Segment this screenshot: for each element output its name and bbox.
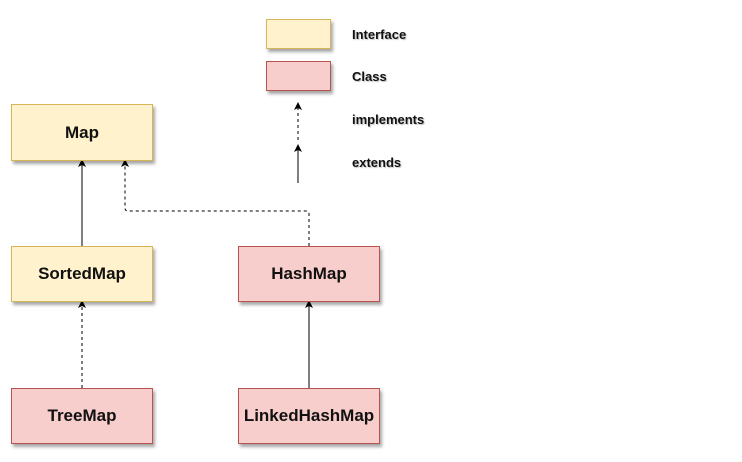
node-treemap: TreeMap — [11, 388, 153, 444]
node-sortedmap: SortedMap — [11, 246, 153, 302]
legend-class-label: Class — [352, 69, 387, 84]
legend-interface-swatch — [266, 19, 331, 49]
legend-extends-label: extends — [352, 155, 402, 170]
node-map-label: Map — [65, 122, 99, 142]
node-linkedhashmap-label: LinkedHashMap — [243, 406, 375, 425]
node-hashmap-label: HashMap — [271, 264, 347, 283]
node-sortedmap-label: SortedMap — [38, 264, 126, 283]
node-linkedhashmap: LinkedHashMap — [238, 388, 380, 444]
legend-implements-label: implements — [352, 112, 425, 127]
node-treemap-label: TreeMap — [47, 406, 117, 425]
node-hashmap: HashMap — [238, 246, 380, 302]
node-map: Map — [11, 104, 153, 161]
legend-class-swatch — [266, 61, 331, 91]
edge-hashmap-implements-map — [121, 159, 310, 246]
legend-interface-label: Interface — [352, 27, 407, 42]
